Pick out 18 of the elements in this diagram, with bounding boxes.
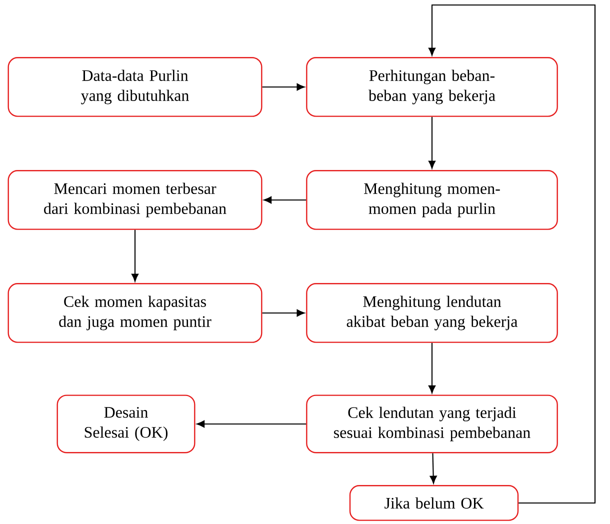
process-box: Data-data Purlin yang dibutuhkan (8, 57, 262, 117)
arrow (430, 453, 437, 484)
arrow (264, 196, 306, 204)
process-box: Menghitung lendutan akibat beban yang bekerja (306, 283, 558, 343)
arrow (428, 342, 436, 394)
process-box: Perhitungan beban-beban yang bekerja (306, 57, 558, 117)
arrow (262, 83, 305, 91)
process-box: Mencari momen terbesar dari kombinasi pembebanan (8, 170, 262, 230)
arrow (428, 116, 436, 169)
arrow (196, 420, 306, 428)
arrow (428, 4, 596, 504)
arrow (131, 230, 139, 282)
process-box: Jika belum OK (349, 485, 519, 521)
process-box: Menghitung momen-momen pada purlin (306, 170, 558, 230)
process-box: Cek momen kapasitas dan juga momen puntir (8, 283, 262, 343)
process-box: Cek lendutan yang terjadi sesuai kombinasi pembebanan (306, 394, 558, 454)
process-box: Desain Selesai (OK) (56, 394, 196, 454)
arrow (262, 309, 305, 317)
